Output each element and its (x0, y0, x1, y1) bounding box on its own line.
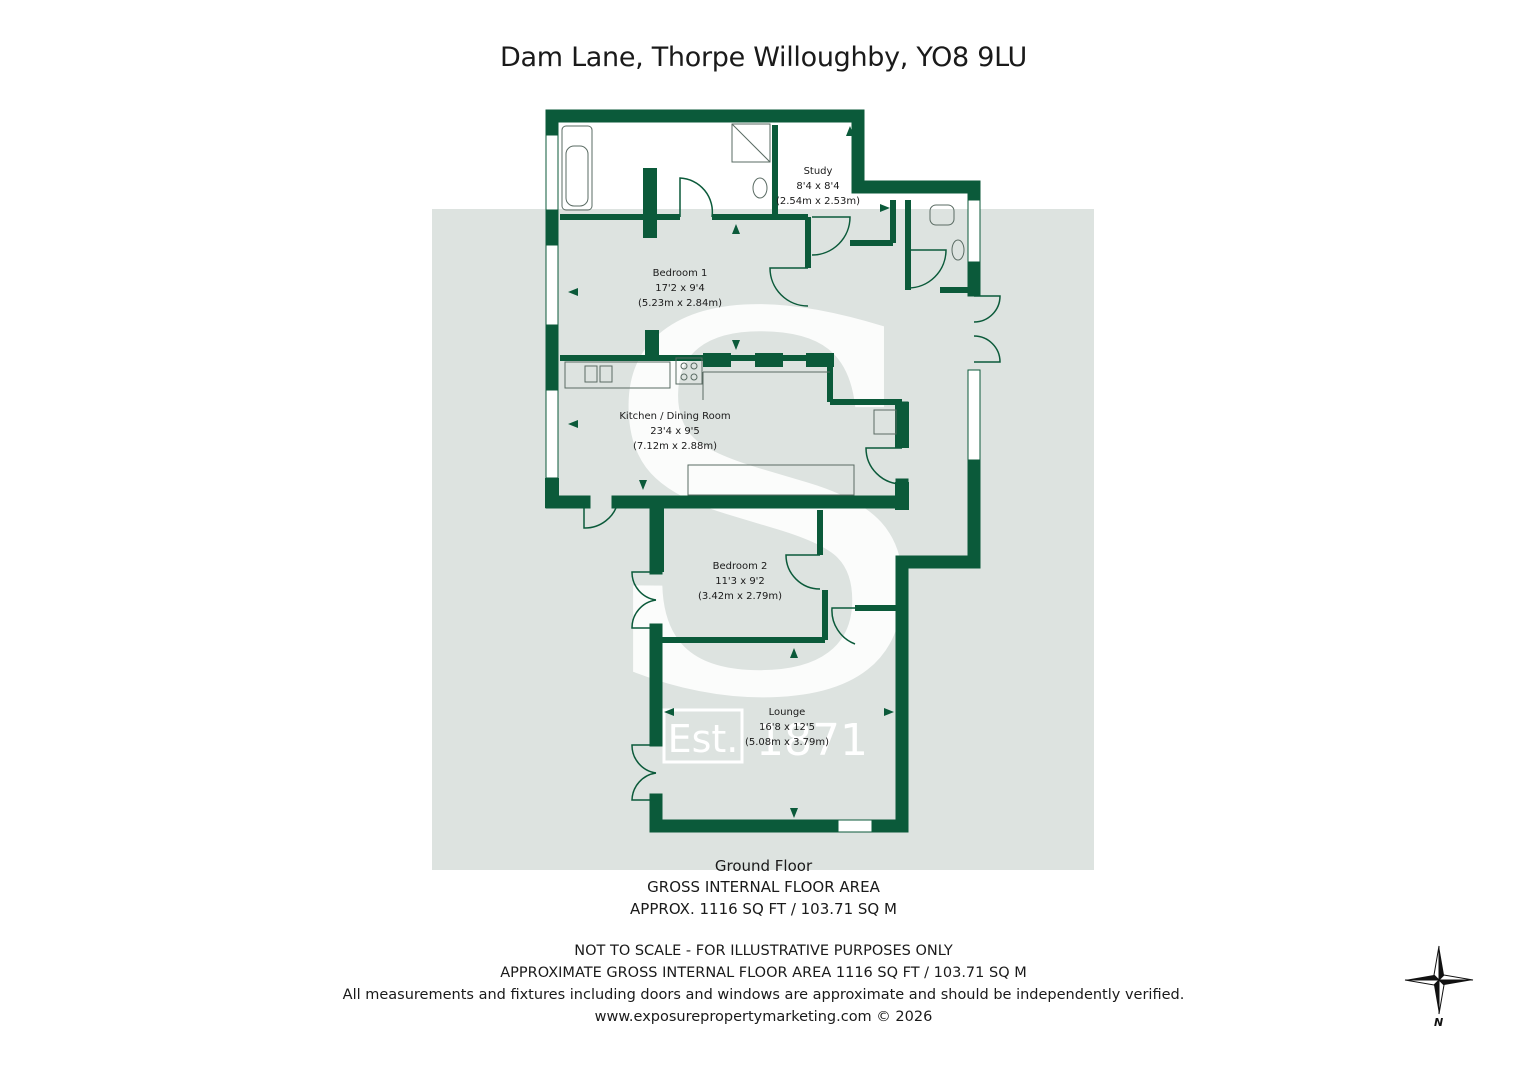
watermark-year-text: 1871 (756, 715, 868, 766)
lounge-size-imperial: 16'8 x 12'5 (759, 722, 815, 733)
north-compass-icon: N (1404, 945, 1474, 1029)
room-labels: Study 8'4 x 8'4 (2.54m x 2.53m) Bedroom … (619, 166, 860, 748)
bedroom2-name: Bedroom 2 (713, 561, 768, 572)
study-size-metric: (2.54m x 2.53m) (776, 196, 860, 207)
footer-disclaimer-scale: NOT TO SCALE - FOR ILLUSTRATIVE PURPOSES… (574, 943, 953, 959)
floor-area-value: APPROX. 1116 SQ FT / 103.71 SQ M (630, 900, 897, 918)
watermark-est-text: Est. (668, 717, 739, 761)
watermark-est-box (662, 708, 744, 764)
kitchen-size-metric: (7.12m x 2.88m) (633, 441, 717, 452)
door-swings (583, 177, 1001, 801)
study-name: Study (804, 166, 833, 177)
lounge-size-metric: (5.08m x 3.79m) (745, 737, 829, 748)
floor-name: Ground Floor (714, 857, 813, 875)
dimension-arrows (568, 126, 894, 818)
bedroom2-size-imperial: 11'3 x 9'2 (715, 576, 765, 587)
watermark-background (432, 209, 1094, 870)
watermark-logo-s: S (585, 207, 941, 813)
footer-website-copyright: www.exposurepropertymarketing.com © 2026 (594, 1009, 933, 1025)
bedroom1-name: Bedroom 1 (653, 268, 708, 279)
footer-measurement-note: All measurements and fixtures including … (342, 987, 1185, 1003)
windows (545, 134, 981, 833)
bedroom1-size-metric: (5.23m x 2.84m) (638, 298, 722, 309)
compass-label: N (1434, 1016, 1443, 1029)
floor-area-label: GROSS INTERNAL FLOOR AREA (647, 878, 880, 896)
footer-total-area: APPROXIMATE GROSS INTERNAL FLOOR AREA 11… (500, 965, 1027, 981)
kitchen-size-imperial: 23'4 x 9'5 (650, 426, 700, 437)
property-address-title: Dam Lane, Thorpe Willoughby, YO8 9LU (500, 42, 1027, 73)
lounge-name: Lounge (769, 707, 806, 718)
study-size-imperial: 8'4 x 8'4 (796, 181, 839, 192)
bedroom1-size-imperial: 17'2 x 9'4 (655, 283, 705, 294)
fixtures (561, 123, 965, 496)
wall-pillars (545, 168, 909, 572)
bedroom2-size-metric: (3.42m x 2.79m) (698, 591, 782, 602)
kitchen-name: Kitchen / Dining Room (619, 411, 730, 422)
